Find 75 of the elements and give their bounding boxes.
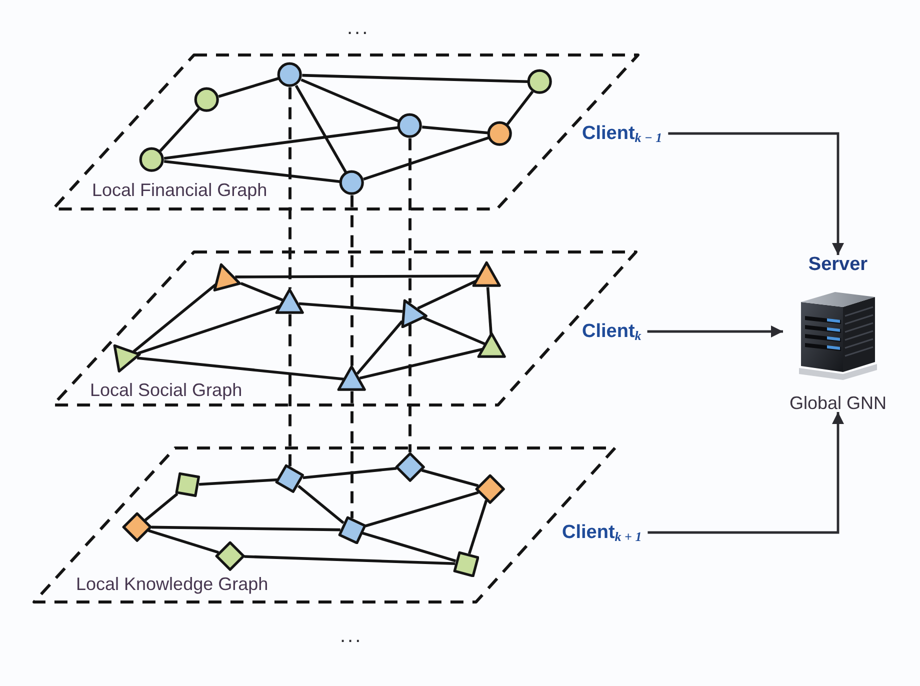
triangle-node — [213, 262, 242, 292]
graph-edge-line — [364, 491, 479, 528]
diamond-node — [474, 474, 506, 504]
graph-edge-line — [151, 526, 340, 532]
graph-edge-line — [302, 466, 397, 480]
graph-edge-line — [244, 555, 456, 566]
graph-edge-line — [363, 136, 489, 180]
graph-edge-line — [422, 126, 488, 134]
dashed-link-line — [288, 314, 292, 467]
client-label: Client$_{k + 1}$ — [562, 523, 642, 542]
graph-edge-line — [362, 532, 456, 562]
diamond-node — [338, 516, 366, 544]
diamond-node — [175, 472, 201, 498]
dashed-plane — [51, 53, 640, 211]
triangle-node — [400, 298, 428, 328]
diamond-node — [275, 464, 305, 494]
graph-edge-line — [132, 284, 217, 353]
dashed-link-line — [288, 87, 292, 289]
graph-edge-line — [240, 282, 284, 302]
client-label: Client$_{k}$ — [582, 322, 642, 341]
circle-node — [487, 121, 513, 147]
diamond-node — [394, 452, 426, 482]
diamond-node — [452, 550, 480, 578]
graph-edge-line — [235, 274, 478, 278]
graph-edge-line — [468, 500, 488, 554]
triangle-node — [337, 365, 367, 392]
graph-edge-line — [300, 78, 400, 122]
plane-label: Local Social Graph — [90, 381, 242, 399]
dashed-link-line — [408, 324, 412, 452]
graph-edge-line — [486, 287, 492, 334]
server-caption: Global GNN — [789, 394, 887, 412]
dashed-link-line — [350, 195, 354, 366]
ellipsis-label: ... — [347, 18, 370, 38]
circle-node — [339, 170, 365, 196]
plane-label: Local Financial Graph — [92, 181, 268, 199]
graph-edge-line — [359, 348, 483, 380]
circle-node — [139, 147, 165, 173]
dashed-link-line — [350, 391, 354, 518]
graph-edge-line — [422, 316, 486, 346]
graph-edge-line — [144, 492, 178, 522]
graph-edge-line — [298, 484, 344, 524]
graph-edge-line — [356, 320, 404, 375]
triangle-node — [113, 344, 142, 374]
graph-edge-line — [159, 108, 200, 152]
graph-edge-line — [136, 356, 344, 381]
arrow — [648, 412, 844, 534]
triangle-node — [472, 261, 502, 288]
triangle-node — [477, 332, 507, 359]
arrow — [668, 132, 844, 255]
graph-edge-line — [302, 74, 528, 84]
dashed-link-line — [408, 138, 412, 303]
circle-node — [277, 62, 303, 88]
graph-edge-line — [198, 478, 278, 486]
arrow — [647, 326, 783, 338]
graph-edge-line — [164, 160, 340, 183]
client-label: Client$_{k − 1}$ — [582, 124, 662, 143]
graph-edge-line — [294, 84, 348, 174]
dashed-plane — [32, 446, 617, 604]
circle-node — [527, 69, 553, 95]
graph-edge-line — [164, 126, 398, 160]
server-title: Server — [808, 255, 868, 274]
graph-edge-line — [421, 468, 479, 488]
diamond-node — [122, 512, 152, 542]
circle-node — [194, 87, 220, 113]
diamond-node — [214, 540, 246, 572]
graph-edge-line — [506, 90, 534, 126]
graph-edge-line — [218, 77, 279, 98]
ellipsis-label: ... — [340, 626, 363, 646]
circle-node — [397, 113, 423, 139]
triangle-node — [275, 288, 305, 315]
graph-edge-line — [417, 280, 476, 310]
graph-edge-line — [148, 529, 219, 554]
plane-label: Local Knowledge Graph — [76, 575, 268, 593]
graph-edge-line — [138, 305, 280, 355]
graph-edge-line — [298, 302, 403, 313]
